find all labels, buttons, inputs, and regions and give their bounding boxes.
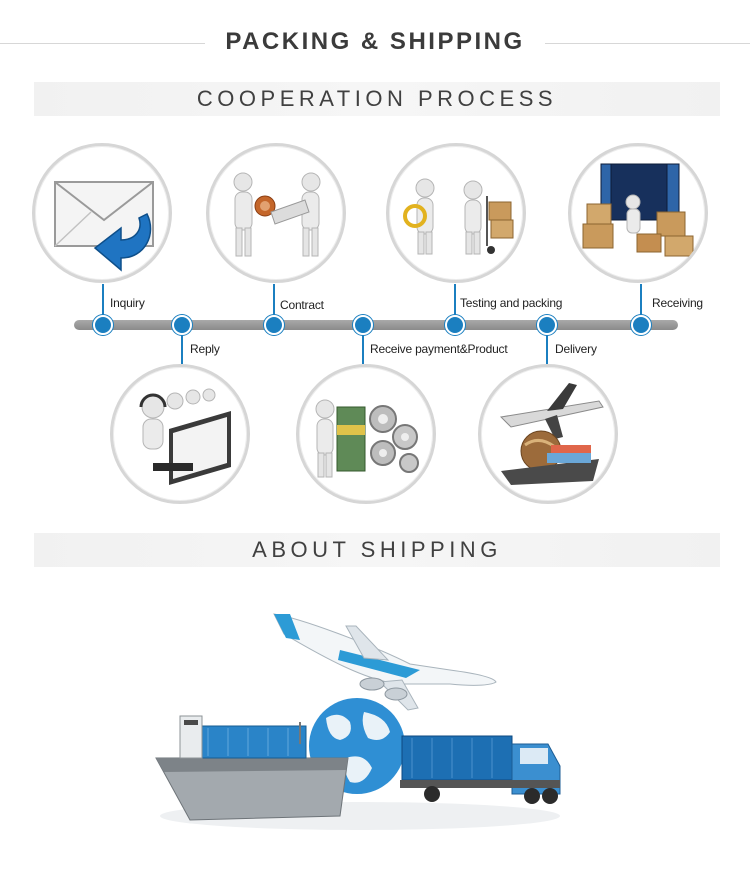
step-label-delivery: Delivery [555,342,597,356]
timeline-dot-testing [445,315,465,335]
timeline-dot-reply [172,315,192,335]
about-shipping-band: ABOUT SHIPPING [34,533,720,567]
timeline-dot-delivery [537,315,557,335]
timeline-dot-payment [353,315,373,335]
shipping-illustration [150,598,570,848]
process-timeline [74,320,678,330]
timeline-dot-contract [264,315,284,335]
timeline-dot-receiving [631,315,651,335]
step-receiving-image [568,143,708,283]
page-header: PACKING & SHIPPING [0,22,750,66]
connector-reply [181,330,183,364]
shipping-modes-icon [155,613,561,830]
connector-receiving [640,284,642,320]
step-label-contract: Contract [280,298,324,312]
step-reply-image [110,364,250,504]
inspection-cart-icon [403,178,514,255]
about-shipping-title: ABOUT SHIPPING [252,537,502,562]
step-label-testing: Testing and packing [460,296,563,310]
step-label-receiving: Receiving [652,296,703,310]
handshake-icon [233,172,321,257]
page-title: PACKING & SHIPPING [225,28,525,55]
step-label-inquiry: Inquiry [110,296,145,310]
step-payment-image [296,364,436,504]
call-center-icon [139,388,231,485]
step-contract-image [206,143,346,283]
connector-delivery [546,330,548,364]
step-label-reply: Reply [190,342,220,356]
connector-inquiry [102,284,104,320]
header-rule-right [545,43,750,44]
cooperation-process-title: COOPERATION PROCESS [196,86,558,111]
step-label-payment: Receive payment&Product [370,342,508,356]
step-delivery-image [478,364,618,504]
container-boxes-icon [582,163,694,257]
connector-payment [362,330,364,364]
cooperation-process-band: COOPERATION PROCESS [34,82,720,116]
plane-globe-ship-icon [499,383,604,485]
header-rule-left [0,43,205,44]
step-inquiry-image [32,143,172,283]
envelope-icon [54,181,154,272]
connector-contract [273,284,275,320]
payment-gears-icon [315,399,419,478]
step-testing-image [386,143,526,283]
connector-testing [454,284,456,320]
timeline-dot-inquiry [93,315,113,335]
